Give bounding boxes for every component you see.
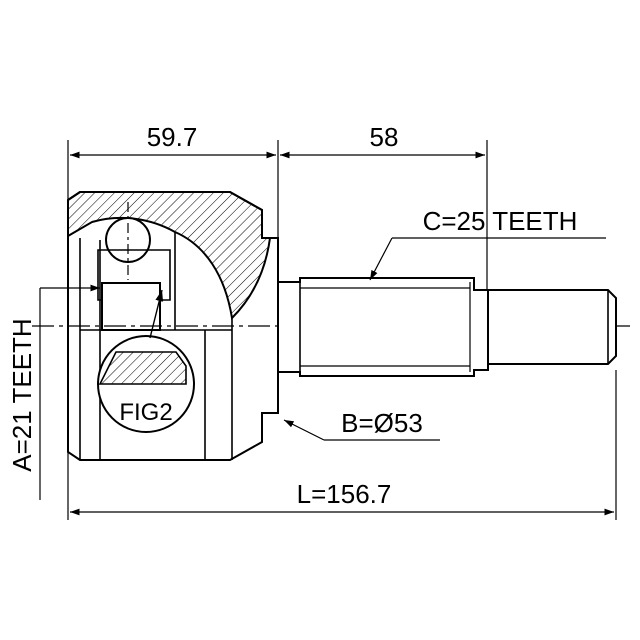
inner-race bbox=[101, 282, 161, 331]
splined-shaft bbox=[277, 277, 617, 377]
leader-diameter bbox=[283, 419, 325, 441]
leader-outer-teeth bbox=[369, 237, 393, 281]
dim-inner-teeth: A=21 TEETH bbox=[7, 318, 37, 471]
detail-label: FIG2 bbox=[119, 399, 172, 426]
dim-total-length: L=156.7 bbox=[297, 479, 392, 509]
detail-hatched-tooth bbox=[98, 351, 187, 385]
dim-diameter: B=Ø53 bbox=[341, 408, 423, 438]
dim-joint-length: 59.7 bbox=[147, 122, 198, 152]
detail-leader bbox=[149, 289, 164, 339]
shaft-spline-section bbox=[277, 277, 489, 377]
dim-outer-teeth: C=25 TEETH bbox=[423, 206, 578, 236]
cage-window bbox=[97, 249, 171, 301]
dim-shaft-length: 58 bbox=[370, 122, 399, 152]
shaft-end-section bbox=[487, 289, 617, 365]
extension-lines bbox=[67, 140, 617, 520]
detail-callout: FIG2 bbox=[97, 289, 195, 433]
